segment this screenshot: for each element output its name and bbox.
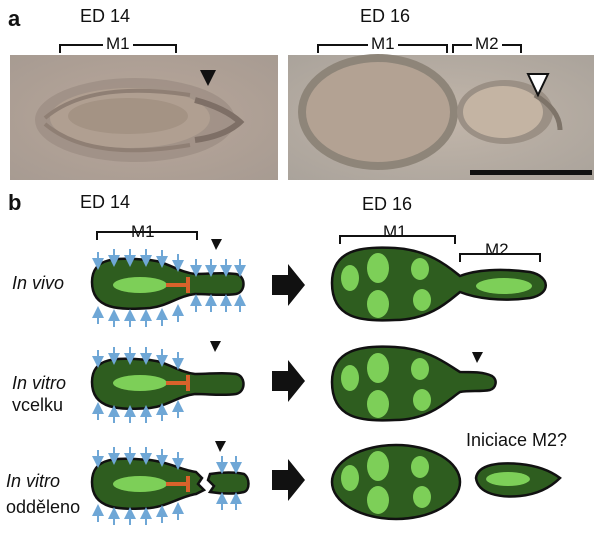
row1-process-arrow <box>272 264 305 306</box>
row3-separated-m2 <box>474 462 562 498</box>
row-label-1: In vivo <box>12 272 64 294</box>
panel-a-right-stage: ED 16 <box>360 6 411 26</box>
row3-right-tooth <box>330 443 462 521</box>
row1-right-tooth <box>330 246 547 322</box>
m2-initiation-question: Iniciace M2? <box>466 430 568 450</box>
row2-right-arrowhead <box>472 352 483 363</box>
row3-signal-arrows <box>92 447 242 525</box>
panel-b-letter: b <box>8 190 22 215</box>
panel-a-micrographs <box>10 44 594 180</box>
row-2-line1: In vitro <box>12 373 67 393</box>
panel-a-left-stage: ED 14 <box>80 6 131 26</box>
row3-left-tooth <box>90 457 207 511</box>
row3-left-arrowhead <box>215 441 226 452</box>
row1-left-tooth <box>90 257 245 311</box>
bracket-a-left-m1-label: M1 <box>103 34 133 54</box>
row2-right-tooth <box>330 345 497 422</box>
row-2-line2: vcelku <box>12 395 64 415</box>
panel-b-left-stage: ED 14 <box>80 192 131 212</box>
row-3-line1: In vitro <box>6 471 61 491</box>
row2-signal-arrows <box>92 347 184 423</box>
row2-left-arrowhead <box>210 341 221 352</box>
row3-process-arrow <box>272 459 305 501</box>
micrograph-ed16 <box>288 54 594 180</box>
row-3-line2: odděleno <box>6 497 81 517</box>
panel-b-right-stage: ED 16 <box>362 194 413 214</box>
bracket-b-left-m1 <box>96 231 198 240</box>
bracket-a-right-m2-label: M2 <box>472 34 502 54</box>
bracket-a-right-m1-label: M1 <box>368 34 398 54</box>
scale-bar <box>470 170 592 175</box>
micrograph-ed14 <box>10 55 278 180</box>
bracket-b-right-m1 <box>339 235 456 244</box>
row2-process-arrow <box>272 360 305 402</box>
row1-left-arrowhead <box>211 239 222 250</box>
row1-signal-arrows <box>92 249 246 327</box>
arrowhead-black <box>200 70 216 86</box>
row2-left-tooth <box>90 357 245 411</box>
panel-a-letter: a <box>8 6 21 31</box>
arrowhead-white <box>526 73 550 98</box>
row3-left-fragment <box>206 471 250 495</box>
row-label-3: In vitro odděleno <box>6 470 80 518</box>
bracket-b-right-m2 <box>459 253 541 262</box>
row-1-line1: In vivo <box>12 273 65 293</box>
